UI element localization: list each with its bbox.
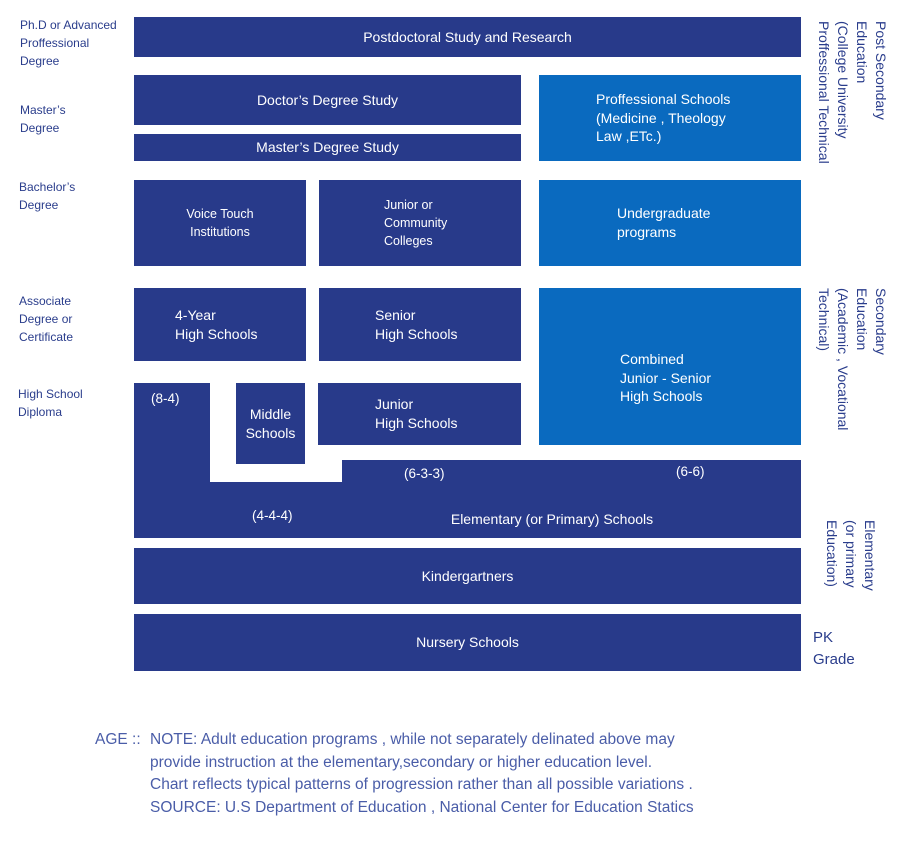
box-postdoctoral: Postdoctoral Study and Research	[134, 17, 801, 57]
footnote: NOTE: Adult education programs , while n…	[150, 731, 694, 816]
box-professional-schools: Proffessional Schools(Medicine , Theolog…	[539, 75, 801, 161]
elementary-left-column	[134, 383, 210, 483]
pattern-8-4: (8-4)	[151, 391, 180, 406]
pattern-6-3-3: (6-3-3)	[404, 466, 445, 481]
box-elementary: Elementary (or Primary) Schools	[134, 482, 801, 538]
box-doctors-degree: Doctor’s Degree Study	[134, 75, 521, 125]
pattern-6-6: (6-6)	[676, 464, 705, 479]
age-label: AGE ::	[95, 731, 141, 748]
box-kindergarten: Kindergartners	[134, 548, 801, 604]
box-nursery: Nursery Schools	[134, 614, 801, 671]
box-masters-degree: Master’s Degree Study	[134, 134, 521, 161]
pattern-4-4-4: (4-4-4)	[252, 508, 293, 523]
